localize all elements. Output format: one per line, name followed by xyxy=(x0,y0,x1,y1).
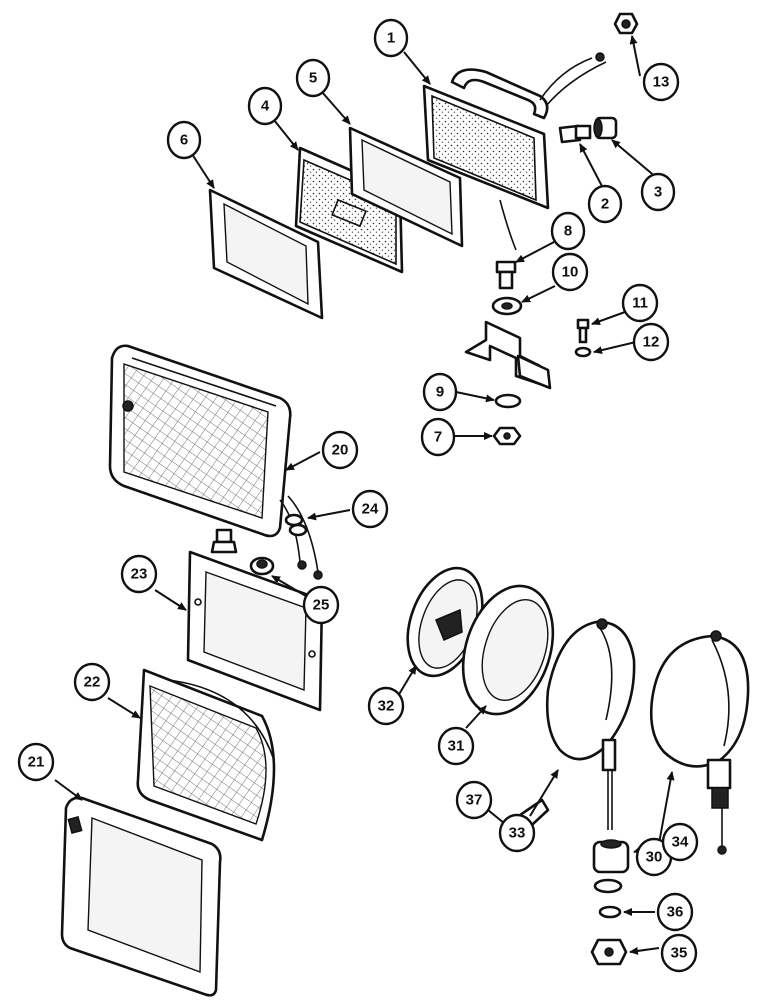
callout-20: 20 xyxy=(321,430,359,470)
callout-2: 2 xyxy=(587,184,623,224)
part-25-grommet xyxy=(249,556,275,576)
part-22-lens xyxy=(136,668,276,842)
callout-21: 21 xyxy=(17,742,55,782)
callout-30: 30 xyxy=(635,837,673,877)
callout-12: 12 xyxy=(632,322,670,362)
callout-7: 7 xyxy=(420,417,456,457)
part-33-round-lamp xyxy=(545,618,636,853)
part-24-grommet xyxy=(279,495,323,580)
svg-text:24: 24 xyxy=(362,501,379,518)
callout-9: 9 xyxy=(422,372,458,412)
svg-text:25: 25 xyxy=(313,597,330,614)
part-36-lock-washer xyxy=(598,905,622,919)
svg-text:6: 6 xyxy=(180,132,188,149)
callout-13: 13 xyxy=(642,62,680,102)
part-23-gasket xyxy=(186,550,324,712)
callout-34: 34 xyxy=(661,822,699,862)
callout-11: 11 xyxy=(621,283,659,323)
part-8-bolt xyxy=(495,260,517,290)
svg-text:21: 21 xyxy=(28,754,45,771)
svg-text:22: 22 xyxy=(84,674,101,691)
svg-text:33: 33 xyxy=(509,825,526,842)
part-2-adjusting-knob xyxy=(558,124,592,144)
svg-text:9: 9 xyxy=(436,384,444,401)
callout-5: 5 xyxy=(295,58,331,98)
callout-23: 23 xyxy=(120,554,158,594)
callout-3: 3 xyxy=(640,172,676,212)
part-5-gasket xyxy=(348,126,464,248)
svg-text:23: 23 xyxy=(131,566,148,583)
svg-text:12: 12 xyxy=(643,334,660,351)
callout-25: 25 xyxy=(302,585,340,625)
svg-text:32: 32 xyxy=(378,698,395,715)
part-31-retaining-ring xyxy=(461,584,555,716)
part-35-nut xyxy=(590,938,628,966)
svg-text:3: 3 xyxy=(654,184,662,201)
svg-text:30: 30 xyxy=(646,849,663,866)
callout-33: 33 xyxy=(498,813,536,853)
svg-text:31: 31 xyxy=(448,738,465,755)
svg-text:11: 11 xyxy=(632,295,648,312)
callout-24: 24 xyxy=(351,489,389,529)
callout-8: 8 xyxy=(550,211,586,251)
part-30-round-lamp xyxy=(649,630,750,855)
svg-text:5: 5 xyxy=(309,70,317,87)
part-9-washer xyxy=(494,393,522,409)
part-11-screw xyxy=(576,318,590,344)
callout-31: 31 xyxy=(437,726,475,766)
part-20-flood-lamp-body xyxy=(108,344,292,538)
svg-text:4: 4 xyxy=(261,98,270,115)
svg-text:1: 1 xyxy=(387,30,395,47)
callout-32: 32 xyxy=(367,686,405,726)
svg-text:7: 7 xyxy=(434,429,442,446)
part-6-lens-frame xyxy=(208,188,324,320)
callout-6: 6 xyxy=(166,120,202,160)
svg-text:35: 35 xyxy=(671,945,688,962)
part-21-bezel xyxy=(60,796,222,997)
callout-4: 4 xyxy=(247,86,283,126)
svg-text:37: 37 xyxy=(466,792,483,809)
callout-35: 35 xyxy=(660,933,698,973)
callout-10: 10 xyxy=(551,252,589,292)
svg-text:34: 34 xyxy=(672,834,689,851)
part-34-spacer xyxy=(592,839,630,874)
part-10-washer xyxy=(491,296,523,316)
part-32-reflector-back xyxy=(406,566,484,678)
svg-text:10: 10 xyxy=(562,264,579,281)
callout-37: 37 xyxy=(455,780,493,820)
svg-text:20: 20 xyxy=(332,442,349,459)
part-12-lock-washer xyxy=(574,346,592,358)
hardware-washer xyxy=(593,878,623,894)
part-1-lamp-housing xyxy=(422,52,607,251)
callout-36: 36 xyxy=(656,892,694,932)
callout-1: 1 xyxy=(373,18,409,58)
svg-text:2: 2 xyxy=(601,196,609,213)
part-3-bushing xyxy=(593,116,618,140)
mounting-bracket xyxy=(464,320,552,390)
svg-text:8: 8 xyxy=(564,223,572,240)
callout-22: 22 xyxy=(73,662,111,702)
svg-text:36: 36 xyxy=(667,904,684,921)
part-7-nut xyxy=(492,426,522,446)
svg-text:13: 13 xyxy=(653,74,670,91)
part-13-nut xyxy=(613,12,639,35)
lamp-mount-stud xyxy=(210,528,238,554)
